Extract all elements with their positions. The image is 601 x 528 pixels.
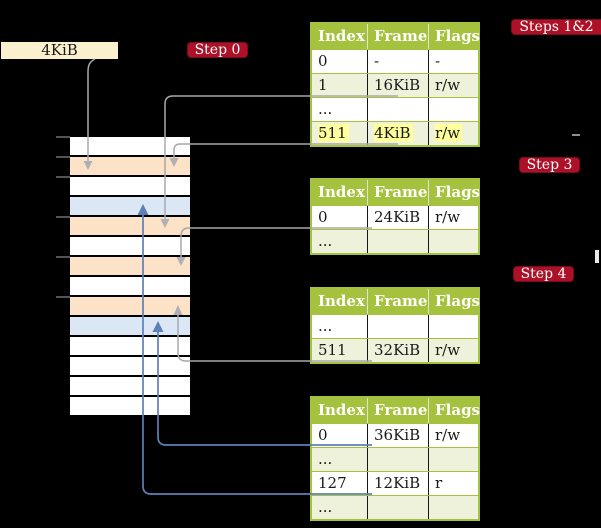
table-row: ... — [312, 314, 478, 338]
physical-memory-stack — [70, 137, 190, 415]
table-header: Index Frame Flags — [312, 180, 480, 205]
table-row: ... — [312, 229, 478, 253]
cell-index: ... — [318, 450, 333, 468]
col-header-index: Index — [318, 401, 365, 419]
memory-frame-row — [70, 337, 190, 355]
memory-frame-row — [70, 137, 190, 155]
cell-flags: - — [435, 52, 441, 70]
memory-frame-row — [70, 197, 190, 215]
cell-index: ... — [318, 498, 333, 516]
col-header-index: Index — [318, 292, 365, 310]
cell-flags: r — [435, 474, 443, 492]
col-header-flags: Flags — [428, 289, 480, 314]
memory-frame-row — [70, 177, 190, 195]
cell-frame: 32KiB — [374, 341, 421, 359]
cell-frame: 24KiB — [374, 208, 421, 226]
cell-index: ... — [318, 100, 333, 118]
table-header: Index Frame Flags — [312, 398, 480, 423]
cell-index: 0 — [318, 208, 328, 226]
memory-frame-row — [70, 277, 190, 295]
frame-size-box: 4KiB — [1, 42, 118, 59]
cell-frame: 36KiB — [374, 426, 421, 444]
memory-frame-row — [70, 397, 190, 415]
cell-index: ... — [318, 317, 333, 335]
memory-frame-row — [70, 317, 190, 335]
edge-fragments — [572, 134, 599, 263]
page-table-2: Index Frame Flags 0 24KiB r/w ... — [310, 178, 480, 255]
memory-frame-row — [70, 377, 190, 395]
badge-step-3: Step 3 — [519, 157, 580, 173]
table-row: ... — [312, 447, 478, 471]
memory-frame-row — [70, 257, 190, 275]
table-row: 511 32KiB r/w — [312, 338, 478, 362]
col-header-index: Index — [318, 183, 365, 201]
table-row: ... — [312, 495, 478, 519]
table-row: 127 12KiB r — [312, 471, 478, 495]
badge-step-4-label: Step 4 — [520, 266, 567, 282]
cell-flags: r/w — [435, 124, 463, 142]
col-header-index: Index — [318, 27, 365, 45]
frame-size-label: 4KiB — [41, 41, 78, 59]
memory-frame-row — [70, 237, 190, 255]
col-header-frame: Frame — [367, 289, 428, 314]
cell-index: 0 — [318, 426, 328, 444]
table-row: ... — [312, 97, 478, 121]
col-header-flags: Flags — [428, 180, 480, 205]
cell-frame: - — [374, 52, 380, 70]
cell-index: 0 — [318, 52, 328, 70]
table-row: 0 24KiB r/w — [312, 205, 478, 229]
table-header: Index Frame Flags — [312, 289, 480, 314]
col-header-frame: Frame — [367, 180, 428, 205]
badge-step-4: Step 4 — [513, 266, 574, 282]
table-row: 0 36KiB r/w — [312, 423, 478, 447]
cell-index: 511 — [318, 341, 347, 359]
page-table-3: Index Frame Flags ... 511 32KiB r/w — [310, 287, 480, 364]
cell-flags: r/w — [435, 208, 461, 226]
col-header-frame: Frame — [367, 24, 428, 49]
memory-frame-row — [70, 297, 190, 315]
badge-step-3-label: Step 3 — [526, 157, 573, 173]
page-table-4: Index Frame Flags 0 36KiB r/w ... 127 12… — [310, 396, 480, 521]
memory-frame-row — [70, 217, 190, 235]
table-row: 0 - - — [312, 49, 478, 73]
col-header-flags: Flags — [428, 398, 480, 423]
cell-flags: r/w — [435, 341, 461, 359]
memory-tick-marks — [56, 136, 70, 298]
page-table-1: Index Frame Flags 0 - - 1 16KiB r/w ... … — [310, 22, 480, 147]
badge-steps-1-2-label: Steps 1&2 — [519, 19, 594, 35]
cell-frame: 4KiB — [374, 124, 413, 142]
table-row: 1 16KiB r/w — [312, 73, 478, 97]
cell-frame: 12KiB — [374, 474, 421, 492]
table-row-highlighted: 511 4KiB r/w — [312, 121, 478, 145]
memory-frame-row — [70, 357, 190, 375]
cell-index: 1 — [318, 76, 328, 94]
cell-index: 127 — [318, 474, 347, 492]
memory-frame-row — [70, 157, 190, 175]
badge-step-0-label: Step 0 — [194, 42, 241, 58]
table-header: Index Frame Flags — [312, 24, 480, 49]
col-header-flags: Flags — [428, 24, 480, 49]
cell-flags: r/w — [435, 426, 461, 444]
cell-index: 511 — [318, 124, 349, 142]
cell-flags: r/w — [435, 76, 461, 94]
badge-step-0: Step 0 — [187, 42, 248, 58]
cell-index: ... — [318, 232, 333, 250]
badge-steps-1-2: Steps 1&2 — [511, 19, 601, 35]
col-header-frame: Frame — [367, 398, 428, 423]
cell-frame: 16KiB — [374, 76, 421, 94]
